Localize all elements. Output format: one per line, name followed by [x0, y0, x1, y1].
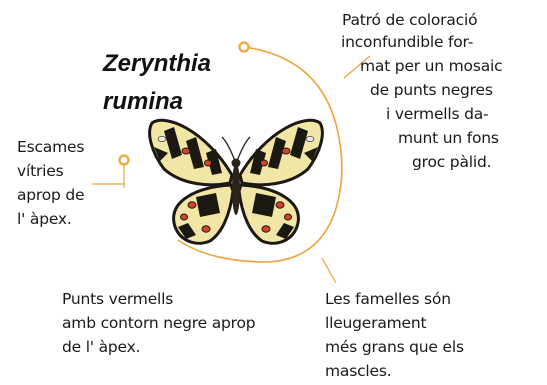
- annotation-females-line: lleugerament: [325, 314, 427, 332]
- annotation-coloration-line: groc pàlid.: [412, 153, 492, 171]
- species-title-line2: rumina: [103, 88, 184, 115]
- butterfly-illustration: [148, 118, 324, 245]
- annotation-red-spots-line: de l' àpex.: [62, 338, 141, 356]
- annotation-coloration-line: inconfundible for-: [341, 33, 474, 51]
- annotation-coloration-line: Patró de coloració: [342, 11, 478, 29]
- wing-glassy-scales: [157, 136, 315, 142]
- annotation-glassy-line: Escames: [17, 138, 85, 156]
- annotation-red-spots-line: Punts vermells: [62, 290, 174, 308]
- butterfly-body: [232, 163, 240, 215]
- annotation-females-line: més grans que els: [325, 338, 464, 356]
- wing-mosaic-black: [154, 127, 318, 239]
- annotation-coloration-line: de punts negres: [370, 81, 493, 99]
- annotation-coloration-line: mat per un mosaic: [360, 57, 503, 75]
- annotation-red-spots-line: amb contorn negre aprop: [62, 314, 256, 332]
- annotation-females-line: Les famelles són: [325, 290, 451, 308]
- annotation-females-line: mascles.: [325, 362, 392, 380]
- annotation-glassy-line: vítries: [17, 162, 64, 180]
- species-title-line1: Zerynthia: [103, 50, 212, 77]
- annotation-coloration-line: i vermells da-: [386, 105, 489, 123]
- leader-line-coloration: [343, 55, 371, 79]
- annotation-coloration-line: munt un fons: [398, 129, 499, 147]
- callout-arc: [177, 46, 343, 263]
- butterfly-antennae: [221, 136, 251, 162]
- butterfly-head: [231, 158, 241, 168]
- wing-red-spots: [180, 147, 292, 233]
- callout-dot-top: [238, 41, 250, 53]
- callout-dot-left: [118, 154, 130, 166]
- annotation-glassy-line: l' àpex.: [17, 210, 72, 228]
- annotation-glassy-line: aprop de: [17, 186, 85, 204]
- leader-line-females: [321, 257, 337, 284]
